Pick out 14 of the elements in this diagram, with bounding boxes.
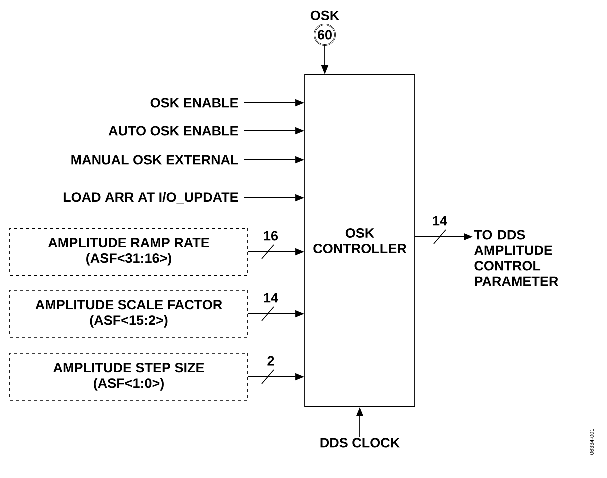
signal-label: AUTO OSK ENABLE xyxy=(108,126,238,136)
bus-width-label: 14 xyxy=(264,293,278,303)
signal-label: LOAD ARR AT I/O_UPDATE xyxy=(64,192,238,204)
bus-width-label: 14 xyxy=(433,216,448,226)
signal-label: MANUAL OSK EXTERNAL xyxy=(72,155,238,165)
input-register-box: AMPLITUDE RAMP RATE (ASF<31:16>) xyxy=(10,228,248,276)
controller-block: OSK CONTROLLER xyxy=(304,74,416,408)
signal-label: OSK ENABLE xyxy=(150,98,238,108)
bus-width-label: 2 xyxy=(268,356,274,366)
output-label: TO DDS AMPLITUDE CONTROL PARAMETER xyxy=(474,230,558,286)
input-register-box: AMPLITUDE SCALE FACTOR (ASF<15:2>) xyxy=(10,290,248,338)
bus-width-label: 16 xyxy=(264,231,278,241)
input-register-box: AMPLITUDE STEP SIZE (ASF<1:0>) xyxy=(10,353,248,401)
clock-label: DDS CLOCK xyxy=(320,438,400,448)
